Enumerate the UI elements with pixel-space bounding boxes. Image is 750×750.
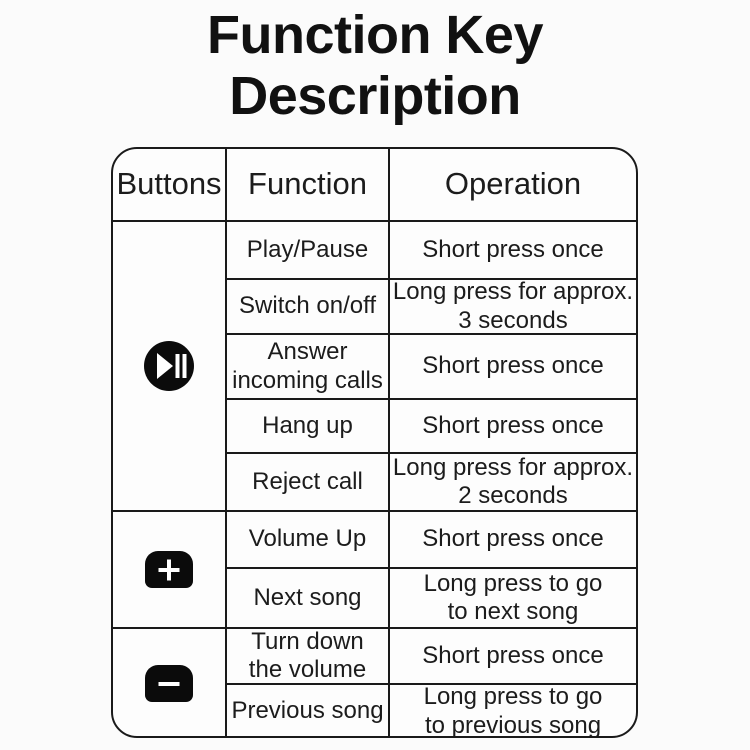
function-cell: Volume Up [225,510,388,567]
page-title: Function Key Description [0,0,750,127]
function-cell: Switch on/off [225,278,388,333]
operation-cell: Long press for approx. 3 seconds [388,278,636,334]
header-buttons: Buttons [116,166,222,202]
operation-cell: Short press once [388,398,636,452]
function-cell: Hang up [225,398,388,452]
header-function: Function [225,149,388,220]
operation-cell: Short press once [388,333,636,398]
operation-cell: Long press for approx. 2 seconds [388,452,636,510]
operation-cell: Short press once [388,627,636,683]
play-pause-icon [144,313,194,420]
page-title-line2: Description [229,66,521,127]
function-cell: Previous song [225,683,388,736]
header-operation: Operation [388,149,636,220]
function-cell: Answer incoming calls [225,333,388,398]
function-cell: Next song [225,567,388,627]
function-cell: Play/Pause [225,220,388,278]
plus-key-icon [145,551,193,588]
function-cell: Turn down the volume [225,627,388,683]
page-title-line1: Function Key [206,5,544,65]
operation-cell: Short press once [388,220,636,278]
buttons-cell-play-pause [113,220,225,510]
buttons-cell-volume-down [113,627,225,736]
minus-key-icon [145,665,193,702]
operation-cell: Long press to go to next song [388,567,636,627]
operation-cell: Short press once [388,510,636,567]
function-cell: Reject call [225,452,388,510]
buttons-cell-volume-up [113,510,225,627]
operation-cell: Long press to go to previous song [388,683,636,736]
function-key-table: Buttons Function Operation Play/Pause Sh… [111,147,638,738]
